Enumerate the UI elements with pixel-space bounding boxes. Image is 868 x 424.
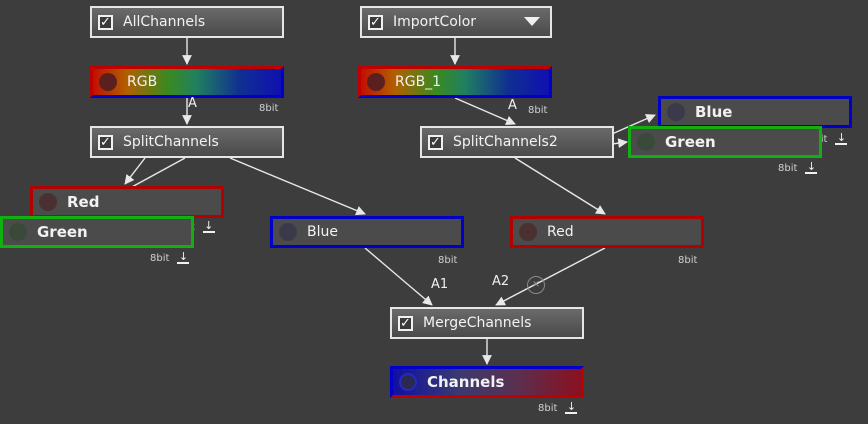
bitdepth-text: 8bit: [538, 402, 558, 414]
port-dot-icon[interactable]: [367, 73, 385, 91]
port-dot-icon[interactable]: [99, 73, 117, 91]
bitdepth-badge: 8bit: [438, 255, 458, 266]
download-icon[interactable]: ↓: [835, 131, 848, 145]
node-channels[interactable]: Channels: [390, 366, 584, 398]
port-dot-icon[interactable]: [279, 223, 297, 241]
node-label: SplitChannels2: [453, 134, 558, 150]
port-dot-icon[interactable]: [667, 103, 685, 121]
node-importcolor[interactable]: ✓ ImportColor: [360, 6, 552, 38]
bitdepth-badge: 8bit: [528, 105, 548, 116]
port-dot-icon[interactable]: [519, 223, 537, 241]
enable-checkbox[interactable]: ✓: [428, 134, 443, 150]
port-dot-icon[interactable]: [637, 133, 655, 151]
wire-split-green: [129, 157, 186, 189]
node-label: SplitChannels: [123, 134, 219, 150]
node-label: Blue: [307, 224, 338, 240]
node-label: RGB: [127, 74, 158, 90]
port-dot-icon[interactable]: [39, 193, 57, 211]
wire-red-merge: [495, 247, 606, 306]
port-dot-icon[interactable]: [399, 373, 417, 391]
enable-checkbox[interactable]: ✓: [98, 14, 113, 30]
dropdown-triangle-icon[interactable]: [524, 17, 540, 26]
node-rgb-1[interactable]: RGB_1: [358, 66, 552, 98]
bitdepth-badge: 8bit ↓: [778, 160, 818, 174]
node-blue-right[interactable]: Blue: [658, 96, 852, 128]
node-mergechannels[interactable]: ✓ MergeChannels: [390, 307, 584, 339]
bitdepth-text: 8bit: [778, 162, 798, 174]
node-label: Green: [37, 223, 88, 241]
node-label: RGB_1: [395, 74, 442, 90]
wire-split2-blue: [611, 114, 656, 135]
wire-split-red: [124, 157, 146, 185]
node-allchannels[interactable]: ✓ AllChannels: [90, 6, 284, 38]
bitdepth-text: 8bit: [150, 252, 170, 264]
wire-split-blue: [229, 157, 366, 216]
enable-checkbox[interactable]: ✓: [368, 14, 383, 30]
node-splitchannels[interactable]: ✓ SplitChannels: [90, 126, 284, 158]
download-icon[interactable]: ↓: [177, 250, 190, 264]
download-icon[interactable]: ↓: [805, 160, 818, 174]
node-rgb[interactable]: RGB: [90, 66, 284, 98]
wire-split2-green: [611, 138, 628, 149]
bitdepth-badge: 8bit ↓: [538, 400, 578, 414]
wire-rgb1-splitchannels2: [454, 97, 516, 125]
bitdepth-badge: 8bit: [259, 103, 279, 114]
port-label-a: A: [508, 98, 517, 113]
wire-blue-merge: [364, 247, 433, 306]
node-label: AllChannels: [123, 14, 206, 30]
node-red-right[interactable]: Red: [510, 216, 704, 248]
node-label: MergeChannels: [423, 315, 532, 331]
node-label: ImportColor: [393, 14, 477, 30]
node-label: Red: [67, 193, 100, 211]
enable-checkbox[interactable]: ✓: [98, 134, 113, 150]
node-label: Channels: [427, 373, 505, 391]
node-green-right[interactable]: Green: [628, 126, 822, 158]
node-label: Blue: [695, 103, 733, 121]
enable-checkbox[interactable]: ✓: [398, 315, 413, 331]
node-splitchannels2[interactable]: ✓ SplitChannels2: [420, 126, 614, 158]
node-green-left[interactable]: Green: [0, 216, 194, 248]
download-icon[interactable]: ↓: [202, 219, 215, 233]
add-input-icon[interactable]: ✕: [527, 276, 545, 294]
port-dot-icon[interactable]: [9, 223, 27, 241]
node-blue-mid[interactable]: Blue: [270, 216, 464, 248]
node-label: Red: [547, 224, 574, 240]
wire-split2-red: [514, 157, 606, 215]
bitdepth-badge: 8bit: [678, 255, 698, 266]
download-icon[interactable]: ↓: [565, 400, 578, 414]
port-label-a: A: [188, 96, 197, 111]
bitdepth-badge: 8bit ↓: [150, 250, 190, 264]
port-label-a1: A1: [431, 277, 449, 292]
node-label: Green: [665, 133, 716, 151]
port-label-a2: A2: [492, 274, 510, 289]
node-red-left[interactable]: Red: [30, 186, 224, 218]
